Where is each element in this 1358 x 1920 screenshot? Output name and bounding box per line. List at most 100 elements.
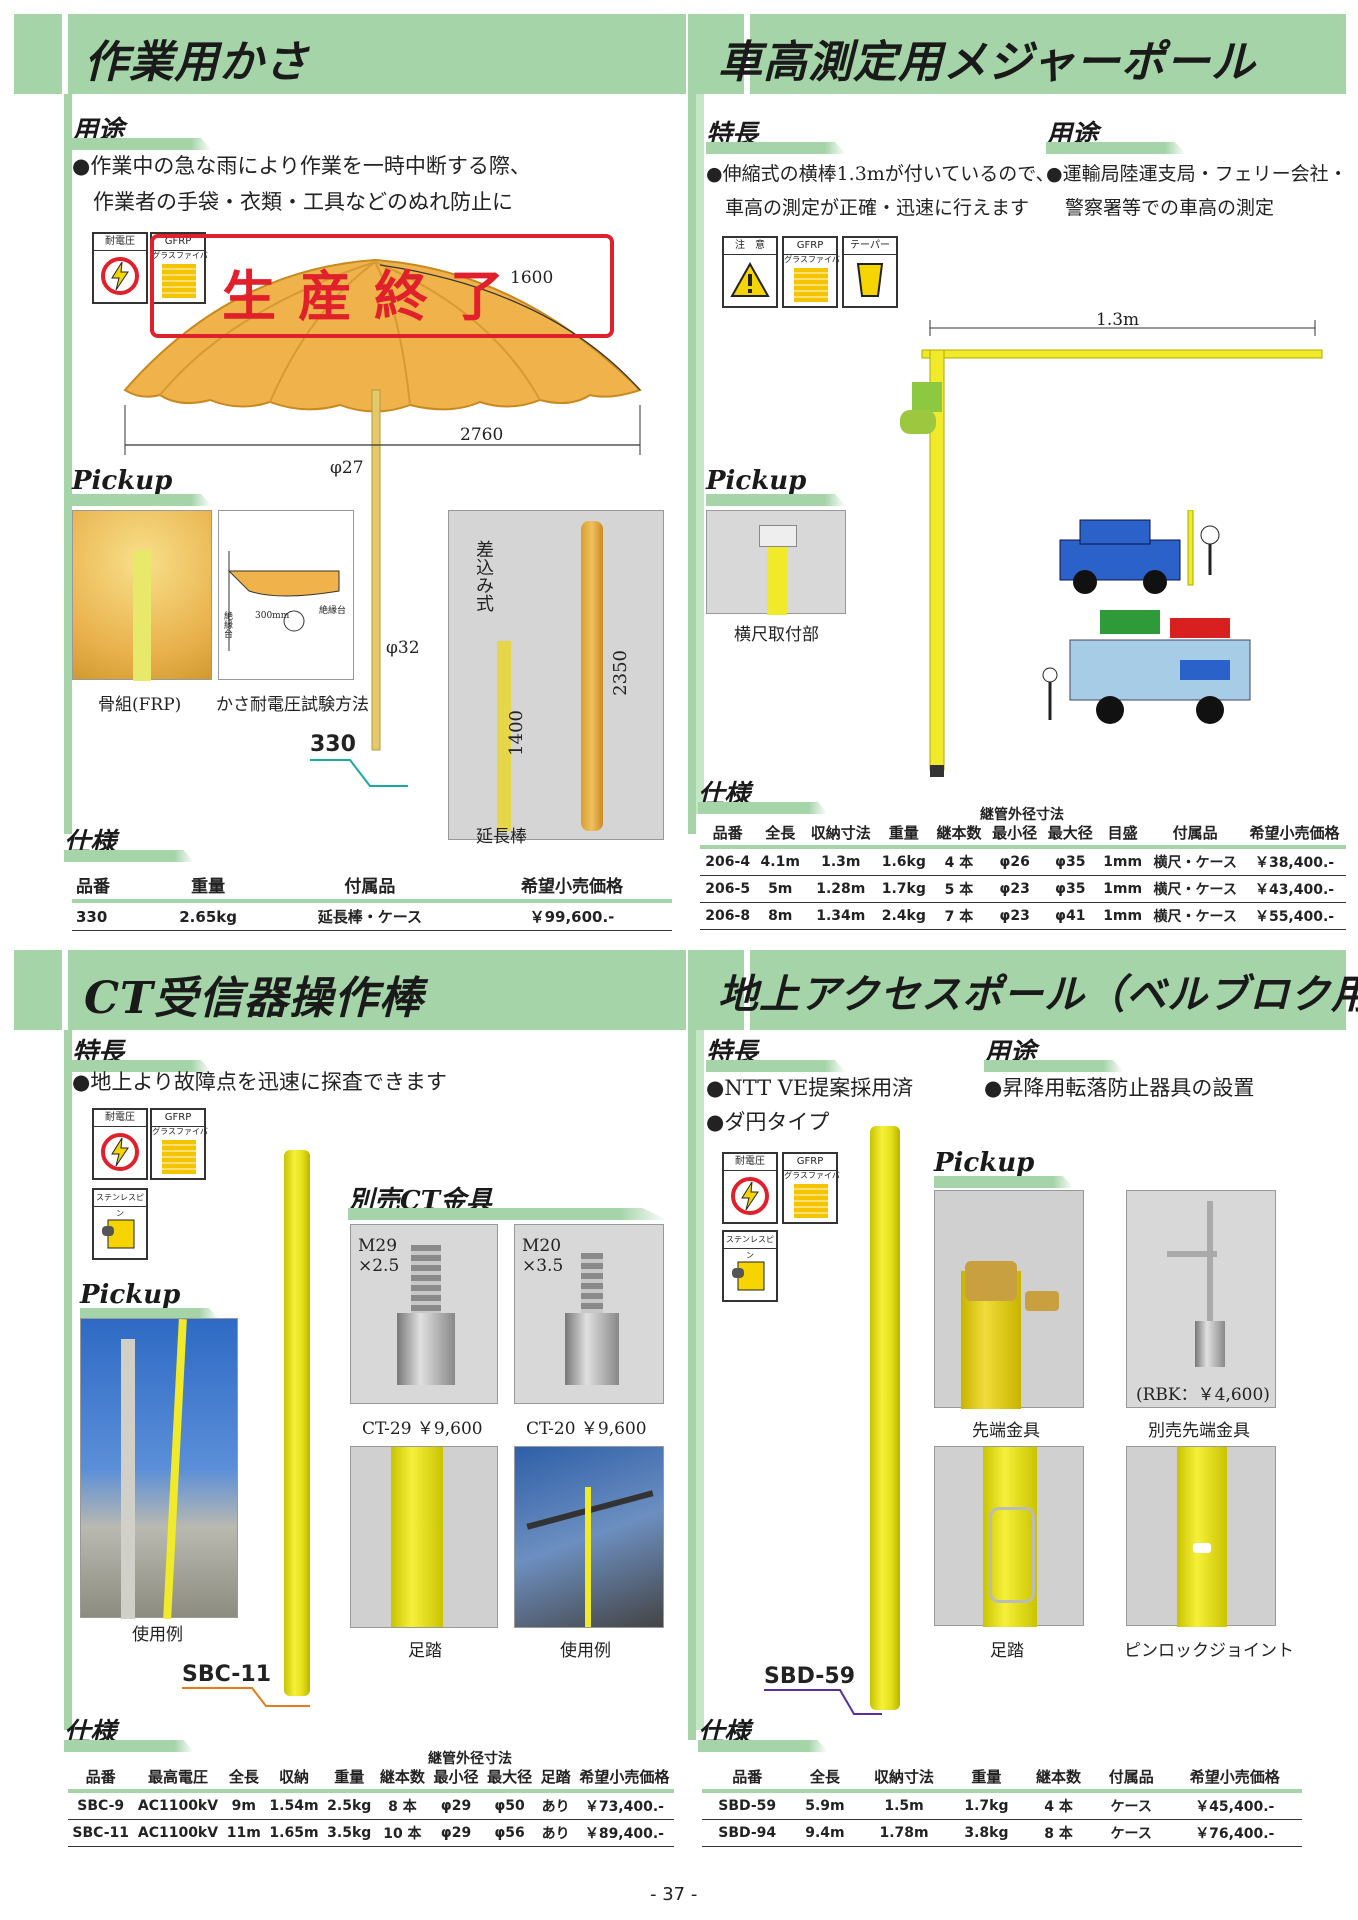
dim-width: 2760 — [460, 425, 504, 445]
ct29-photo — [350, 1224, 498, 1404]
section-header-measure-pole: 車高測定用メジャーポール — [696, 14, 1346, 94]
feature-line-2: ●ダ円タイプ — [706, 1110, 830, 1134]
ct29-spec-2: ×2.5 — [358, 1256, 400, 1276]
model-label: 330 — [310, 732, 356, 757]
frame-photo — [72, 510, 212, 681]
usage-heading: 用途 — [984, 1030, 1124, 1072]
ct-rod-illustration — [284, 1150, 310, 1696]
section-title: CT受信器操作棒 — [84, 973, 424, 1024]
model-pointer — [310, 759, 408, 787]
section-header-umbrella: 作業用かさ — [14, 14, 686, 94]
usage-photo — [80, 1318, 238, 1620]
spec-header-row: 品番重量付属品希望小売価格 — [72, 870, 672, 903]
stainless-pin-badge: ステンレスピン — [722, 1230, 778, 1302]
ct29-spec-1: M29 — [358, 1236, 398, 1256]
pickup-heading: Pickup — [80, 1278, 220, 1320]
spec-group-label: 継管外径寸法 — [428, 1751, 512, 1767]
section-divider — [64, 1030, 72, 1730]
ct20-photo — [514, 1224, 664, 1404]
section-divider — [688, 950, 696, 1740]
section-header-access-pole: 地上アクセスポール（ベルブロク用） — [696, 950, 1358, 1030]
gfrp-badge: GFRP グラスファイバー — [150, 1108, 208, 1180]
taper-badge: テーパー — [842, 236, 898, 308]
feature-line-1: ●NTT VE提案採用済 — [706, 1076, 914, 1100]
voltage-badge: 耐電圧 — [92, 232, 148, 304]
gfrp-badge: GFRP グラスファイバー — [782, 1152, 840, 1224]
feature-line-1: ●地上より故障点を迅速に探査できます — [72, 1070, 447, 1094]
pickup-heading: Pickup — [934, 1146, 1074, 1188]
features-heading: 特長 — [706, 112, 846, 154]
test-diagram: 絶縁台 300mm 絶縁台 — [218, 510, 354, 680]
pin-lock-caption: ピンロックジョイント — [1124, 1641, 1294, 1661]
access-pole-illustration — [870, 1126, 900, 1710]
features-heading: 特長 — [706, 1030, 846, 1072]
spec-heading: 仕様 — [64, 820, 194, 862]
dim-13: 1.3m — [1096, 310, 1140, 330]
section-divider — [64, 94, 72, 834]
foot-step-caption: 足踏 — [408, 1641, 442, 1661]
feature-line-1: ●伸縮式の横棒1.3mが付いているので、 — [706, 163, 1055, 185]
tip-fitting-caption: 先端金具 — [972, 1421, 1040, 1441]
spec-header-row: 品番全長収納寸法重量継本数最小径最大径目盛付属品希望小売価格 — [700, 820, 1346, 849]
foot-step-caption: 足踏 — [990, 1641, 1024, 1661]
pickup-heading: Pickup — [706, 464, 846, 506]
caution-badge: 注 意 — [722, 236, 778, 308]
section-divider — [688, 14, 696, 834]
section-title: 車高測定用メジャーポール — [718, 37, 1256, 88]
test-caption: かさ耐電圧試験方法 — [216, 695, 369, 715]
section-divider — [696, 94, 704, 814]
extension-caption: 延長棒 — [476, 827, 527, 847]
usage-line-1: ●作業中の急な雨により作業を一時中断する際、 — [72, 154, 531, 178]
feature-line-2: 車高の測定が正確・迅速に行えます — [706, 197, 1030, 219]
gfrp-badge: GFRP グラスファイバー — [782, 236, 840, 308]
voltage-badge: 耐電圧 — [92, 1108, 148, 1180]
stainless-pin-badge: ステンレスピン — [92, 1188, 148, 1260]
extension-photo — [448, 510, 664, 840]
ct20-spec-2: ×3.5 — [522, 1256, 564, 1276]
dim-d32: φ32 — [386, 638, 420, 658]
ct20-caption: CT-20 ￥9,600 — [526, 1419, 647, 1439]
spec-heading: 仕様 — [698, 1710, 828, 1752]
rbk-price: (RBK：￥4,600) — [1136, 1385, 1270, 1405]
mount-caption: 横尺取付部 — [734, 625, 819, 645]
optional-tip-caption: 別売先端金具 — [1148, 1421, 1250, 1441]
voltage-badge: 耐電圧 — [722, 1152, 778, 1224]
usage-heading: 用途 — [72, 108, 212, 150]
foot-step-photo — [350, 1446, 498, 1628]
mount-photo — [706, 510, 846, 615]
spec-heading: 仕様 — [64, 1710, 194, 1752]
measure-pole-illustration — [900, 320, 1323, 777]
ct20-spec-1: M20 — [522, 1236, 562, 1256]
section-title: 地上アクセスポール（ベルブロク用） — [718, 971, 1358, 1018]
usage-caption: 使用例 — [132, 1625, 183, 1645]
page-number: - 37 - — [650, 1884, 698, 1905]
model-pointer — [764, 1689, 882, 1715]
ct-usage-photo — [514, 1446, 664, 1628]
model-label: SBC-11 — [182, 1662, 272, 1687]
dim-d27: φ27 — [330, 458, 364, 478]
usage-line-1: ●運輸局陸運支局・フェリー会社・ — [1046, 163, 1348, 185]
section-title: 作業用かさ — [84, 37, 309, 88]
pickup-heading: Pickup — [72, 464, 212, 506]
dim-insert: 差込み式 — [473, 540, 494, 612]
usage-line-2: 警察署等での車高の測定 — [1046, 197, 1275, 219]
usage-line-1: ●昇降用転落防止器具の設置 — [984, 1076, 1255, 1100]
vehicle-diagram — [1042, 510, 1251, 724]
ct29-caption: CT-29 ￥9,600 — [362, 1419, 483, 1439]
spec-group-label: 継管外径寸法 — [980, 807, 1064, 823]
section-header-ct-rod: CT受信器操作棒 — [14, 950, 686, 1030]
tip-fitting-photo — [934, 1190, 1084, 1409]
frame-caption: 骨組(FRP) — [98, 695, 182, 715]
spec-heading: 仕様 — [698, 772, 828, 814]
